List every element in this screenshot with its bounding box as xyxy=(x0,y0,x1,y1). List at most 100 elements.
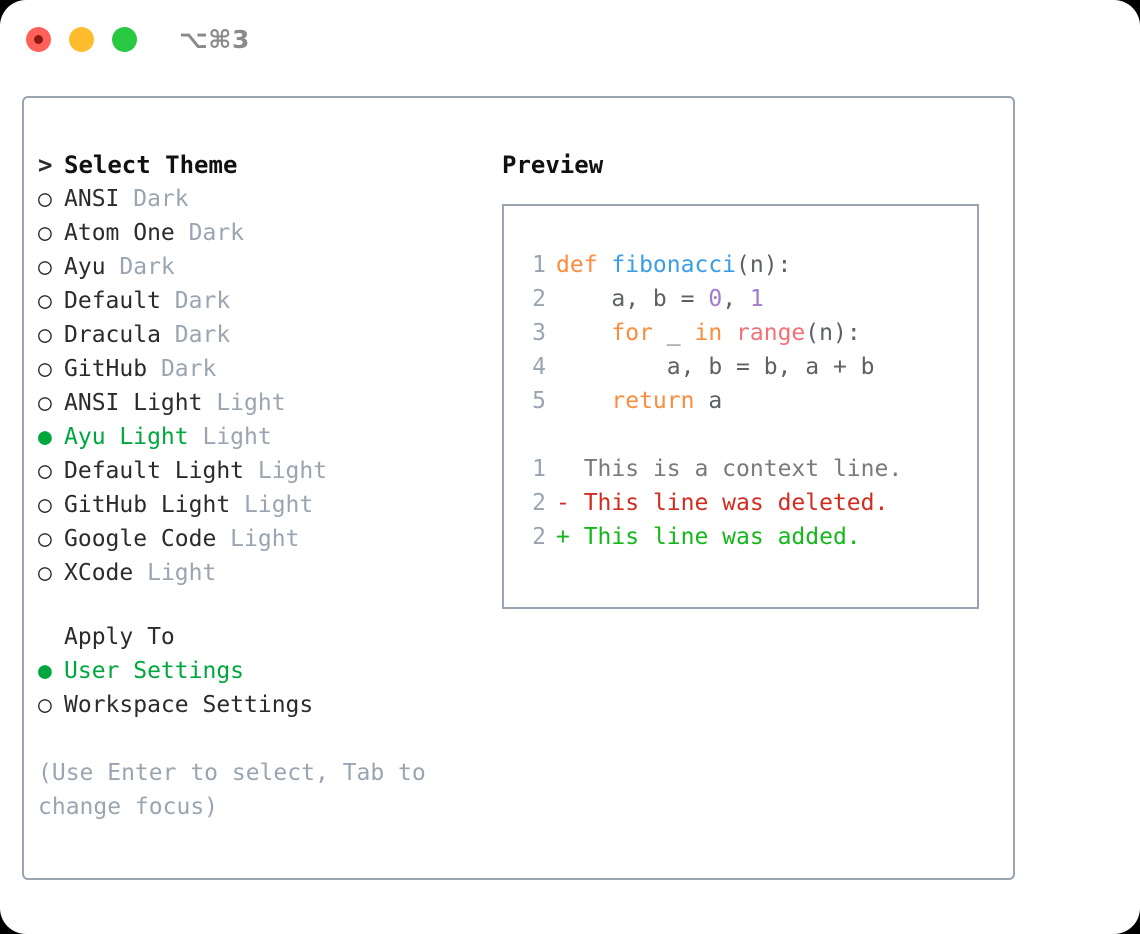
select-theme-header: >Select Theme xyxy=(38,148,508,182)
theme-option-row[interactable]: ○ANSI Light Light xyxy=(38,386,508,420)
radio-unselected-icon: ○ xyxy=(38,288,52,314)
radio-unselected-icon: ○ xyxy=(38,692,52,718)
diff-sign: - xyxy=(556,490,584,516)
close-icon-dot xyxy=(34,34,43,44)
line-number: 2 xyxy=(532,286,546,312)
theme-option-row[interactable]: ○Atom One Dark xyxy=(38,216,508,250)
code-token: , xyxy=(722,286,750,312)
radio-unselected-icon: ○ xyxy=(38,220,52,246)
theme-option-row[interactable]: ○ GitHub Dark xyxy=(38,352,508,386)
code-token: in xyxy=(694,320,723,346)
theme-option-row[interactable]: ○XCode Light xyxy=(38,556,508,590)
code-token: (n): xyxy=(736,252,792,278)
preview-title: Preview xyxy=(502,151,604,179)
code-token xyxy=(556,388,611,414)
theme-variant: Dark xyxy=(119,186,189,212)
code-token: 1 xyxy=(749,286,764,312)
radio-unselected-icon: ○ xyxy=(38,390,52,416)
code-token: (n): xyxy=(805,320,861,346)
code-line: 5 return a xyxy=(504,384,977,418)
theme-variant: Light xyxy=(216,526,300,552)
prompt-caret-icon: > xyxy=(38,151,53,179)
theme-option-row[interactable]: ○Google Code Light xyxy=(38,522,508,556)
line-number: 4 xyxy=(532,354,546,380)
line-number: 2 xyxy=(532,524,546,550)
hint-spacer xyxy=(38,722,508,756)
theme-option-row[interactable]: ○Ayu Dark xyxy=(38,250,508,284)
code-line: 1 def fibonacci(n): xyxy=(504,248,977,282)
apply-to-option-row[interactable]: ○ Workspace Settings xyxy=(38,688,508,722)
theme-variant: Dark xyxy=(105,254,175,280)
code-token: return xyxy=(611,388,695,414)
code-token: _ xyxy=(652,320,695,346)
code-token: fibonacci xyxy=(611,252,737,278)
code-token xyxy=(722,320,736,346)
minimize-icon[interactable] xyxy=(69,26,94,52)
diff-line: 2 + This line was added. xyxy=(504,520,977,554)
code-diff-gap xyxy=(504,418,977,452)
theme-name: Default xyxy=(64,288,161,314)
theme-variant: Light xyxy=(133,560,217,586)
code-token: a xyxy=(694,388,723,414)
theme-name: Ayu Light xyxy=(64,424,189,450)
theme-option-row[interactable]: ○ ANSI Dark xyxy=(38,182,508,216)
theme-option-row[interactable]: ○Dracula Dark xyxy=(38,318,508,352)
code-token: def xyxy=(556,252,612,278)
radio-selected-icon: ● xyxy=(38,424,52,450)
diff-text: This line was deleted. xyxy=(583,490,889,516)
keyboard-shortcut-label: ⌥⌘3 xyxy=(179,24,250,54)
close-icon[interactable] xyxy=(26,26,51,52)
apply-to-option-row[interactable]: ●User Settings xyxy=(38,654,508,688)
theme-variant: Light xyxy=(244,458,328,484)
code-token: for xyxy=(611,320,653,346)
apply-to-label: Apply To xyxy=(64,624,175,650)
diff-line: 1 This is a context line. xyxy=(504,452,977,486)
radio-unselected-icon: ○ xyxy=(38,492,52,518)
theme-name: Default Light xyxy=(64,458,245,484)
theme-option-row[interactable]: ○ GitHub Light Light xyxy=(38,488,508,522)
title-bar: ⌥⌘3 xyxy=(0,0,1140,78)
theme-name: GitHub Light xyxy=(64,492,231,518)
apply-to-options-list: ●User Settings ○ Workspace Settings xyxy=(38,654,508,722)
list-spacer xyxy=(38,590,508,620)
line-number: 1 xyxy=(532,456,546,482)
code-token: a, b = xyxy=(556,286,709,312)
radio-unselected-icon: ○ xyxy=(38,458,52,484)
theme-option-row[interactable]: ○ Default Light Light xyxy=(38,454,508,488)
diff-text: This is a context line. xyxy=(583,456,903,482)
theme-picker-panel: >Select Theme ○ANSI Dark○Atom One Dark○A… xyxy=(22,96,1015,880)
theme-name: GitHub xyxy=(64,356,148,382)
theme-variant: Dark xyxy=(160,322,231,348)
apply-to-option-label: Workspace Settings xyxy=(64,692,314,718)
theme-name: Ayu xyxy=(64,254,106,280)
code-line: 2 a, b = 0, 1 xyxy=(504,282,977,316)
theme-variant: Dark xyxy=(147,356,217,382)
diff-line: 2- This line was deleted. xyxy=(504,486,977,520)
theme-name: Atom One xyxy=(64,220,175,246)
diff-text: This line was added. xyxy=(583,524,861,550)
theme-name: ANSI xyxy=(64,186,120,212)
line-number: 2 xyxy=(532,490,546,516)
radio-unselected-icon: ○ xyxy=(38,560,52,586)
radio-unselected-icon: ○ xyxy=(38,186,52,212)
radio-unselected-icon: ○ xyxy=(38,356,52,382)
diff-sample: 1 This is a context line.2- This line wa… xyxy=(504,452,977,554)
line-number: 5 xyxy=(532,388,546,414)
code-token xyxy=(556,320,611,346)
keyboard-hint-text: (Use Enter to select, Tab to change focu… xyxy=(38,760,426,820)
code-token: 0 xyxy=(708,286,723,312)
line-number: 1 xyxy=(532,252,546,278)
theme-option-row[interactable]: ●Ayu Light Light xyxy=(38,420,508,454)
code-token: range xyxy=(736,320,806,346)
line-number: 3 xyxy=(532,320,546,346)
diff-sign: + xyxy=(556,524,584,550)
zoom-icon[interactable] xyxy=(112,26,137,52)
radio-unselected-icon: ○ xyxy=(38,526,52,552)
theme-variant: Light xyxy=(230,492,314,518)
apply-to-option-label: User Settings xyxy=(64,658,245,684)
radio-unselected-icon: ○ xyxy=(38,322,52,348)
theme-option-row[interactable]: ○Default Dark xyxy=(38,284,508,318)
traffic-light-buttons xyxy=(26,26,137,52)
